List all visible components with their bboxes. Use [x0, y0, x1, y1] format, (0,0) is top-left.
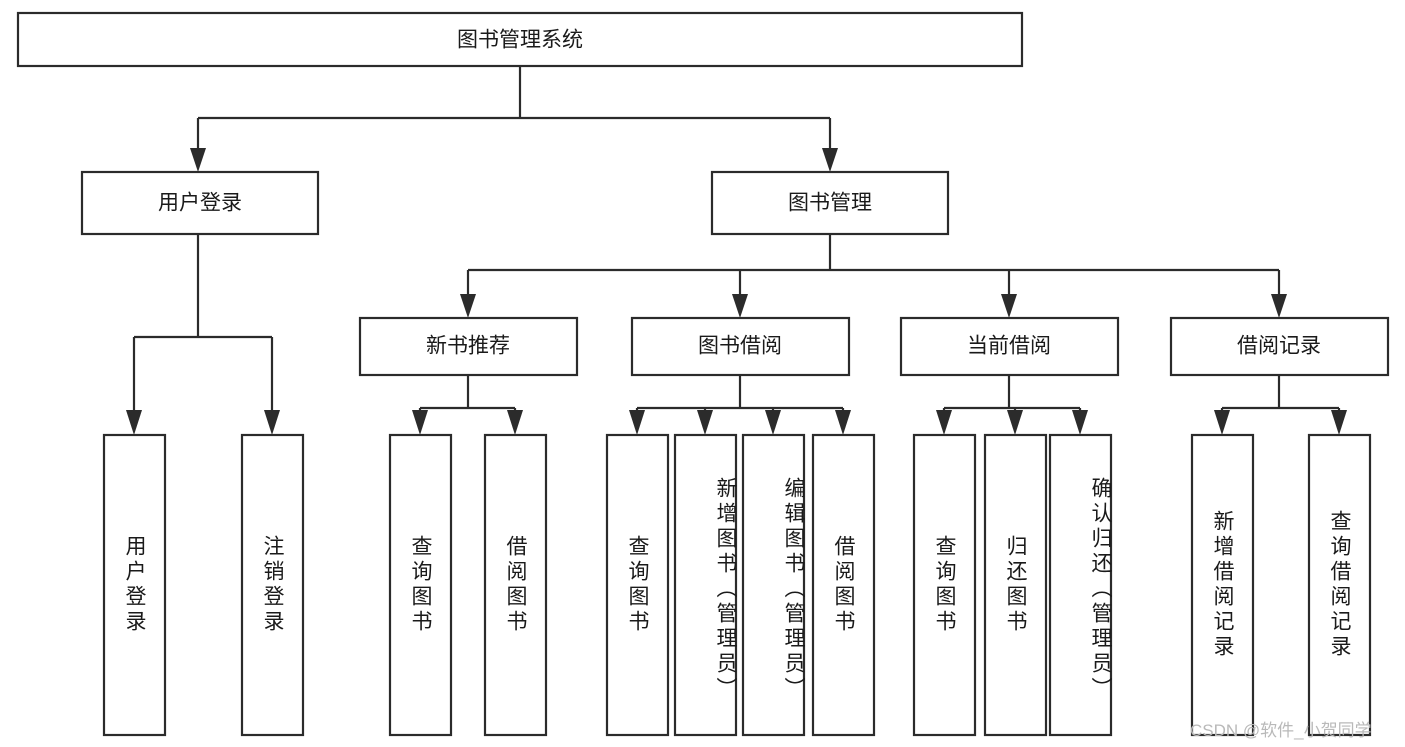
node-user-login[interactable]: 用户登录 [80, 170, 320, 236]
arrow-head-leaf-user-login [126, 410, 142, 435]
node-book-manage-box[interactable] [710, 170, 950, 236]
connector-group-book-manage [460, 234, 1287, 318]
node-borrow-record-label: 借阅记录 [1237, 335, 1321, 358]
node-root-label: 图书管理系统 [457, 29, 583, 52]
arrow-head-leaf-borrow-book-1 [507, 410, 523, 435]
node-leaf-query-borrow-record-box[interactable] [1307, 433, 1372, 737]
connector-group-borrow-record [1214, 375, 1347, 435]
arrow-head-leaf-return-book [1007, 410, 1023, 435]
arrow-head-user-login [190, 148, 206, 172]
node-leaf-borrow-book-2-box[interactable] [811, 433, 876, 737]
arrow-head-current-borrow [1001, 294, 1017, 318]
csdn-watermark: CSDN @软件_小贺同学 [1190, 721, 1372, 740]
node-user-login-box[interactable] [80, 170, 320, 236]
node-leaf-return-book-box[interactable] [983, 433, 1048, 737]
arrow-head-leaf-query-borrow-record [1331, 410, 1347, 435]
arrow-head-borrow-record [1271, 294, 1287, 318]
connector-group-current-borrow [936, 375, 1088, 435]
connector-group-book-borrow [629, 375, 851, 435]
node-root[interactable]: 图书管理系统 [16, 11, 1024, 68]
arrow-head-leaf-query-book-2 [629, 410, 645, 435]
node-borrow-record[interactable]: 借阅记录 [1169, 316, 1390, 377]
node-book-manage[interactable]: 图书管理 [710, 170, 950, 236]
node-new-book-recommend-label: 新书推荐 [426, 335, 510, 358]
node-leaf-confirm-return-admin-box[interactable] [1048, 433, 1113, 737]
node-leaf-edit-book-admin-box[interactable] [741, 433, 806, 737]
node-leaf-query-book-3-box[interactable] [912, 433, 977, 737]
arrow-head-new-book-recommend [460, 294, 476, 318]
node-leaf-add-borrow-record-box[interactable] [1190, 433, 1255, 737]
connector-group-root [190, 66, 838, 172]
node-book-borrow-box[interactable] [630, 316, 851, 377]
node-new-book-recommend[interactable]: 新书推荐 [358, 316, 579, 377]
arrow-head-book-manage [822, 148, 838, 172]
node-current-borrow[interactable]: 当前借阅 [899, 316, 1120, 377]
connector-group-new-book-recommend [412, 375, 523, 435]
node-leaf-borrow-book-1-box[interactable] [483, 433, 548, 737]
arrow-head-leaf-add-borrow-record [1214, 410, 1230, 435]
node-borrow-record-box[interactable] [1169, 316, 1390, 377]
node-book-manage-label: 图书管理 [788, 192, 872, 215]
arrow-head-leaf-add-book-admin [697, 410, 713, 435]
node-leaf-query-book-1-box[interactable] [388, 433, 453, 737]
node-new-book-recommend-box[interactable] [358, 316, 579, 377]
arrow-head-leaf-confirm-return-admin [1072, 410, 1088, 435]
node-current-borrow-label: 当前借阅 [967, 335, 1051, 358]
node-book-borrow-label: 图书借阅 [698, 335, 782, 358]
node-leaf-user-login-box[interactable] [102, 433, 167, 737]
node-current-borrow-box[interactable] [899, 316, 1120, 377]
arrow-head-leaf-query-book-1 [412, 410, 428, 435]
arrow-head-leaf-logout-login [264, 410, 280, 435]
arrow-head-leaf-borrow-book-2 [835, 410, 851, 435]
arrow-head-leaf-query-book-3 [936, 410, 952, 435]
connector-group-user-login [126, 234, 280, 435]
arrow-head-leaf-edit-book-admin [765, 410, 781, 435]
arrow-head-book-borrow [732, 294, 748, 318]
node-leaf-query-book-2-box[interactable] [605, 433, 670, 737]
node-root-box[interactable] [16, 11, 1024, 68]
node-leaf-add-book-admin-box[interactable] [673, 433, 738, 737]
node-user-login-label: 用户登录 [158, 192, 242, 215]
node-book-borrow[interactable]: 图书借阅 [630, 316, 851, 377]
node-leaf-logout-login-box[interactable] [240, 433, 305, 737]
